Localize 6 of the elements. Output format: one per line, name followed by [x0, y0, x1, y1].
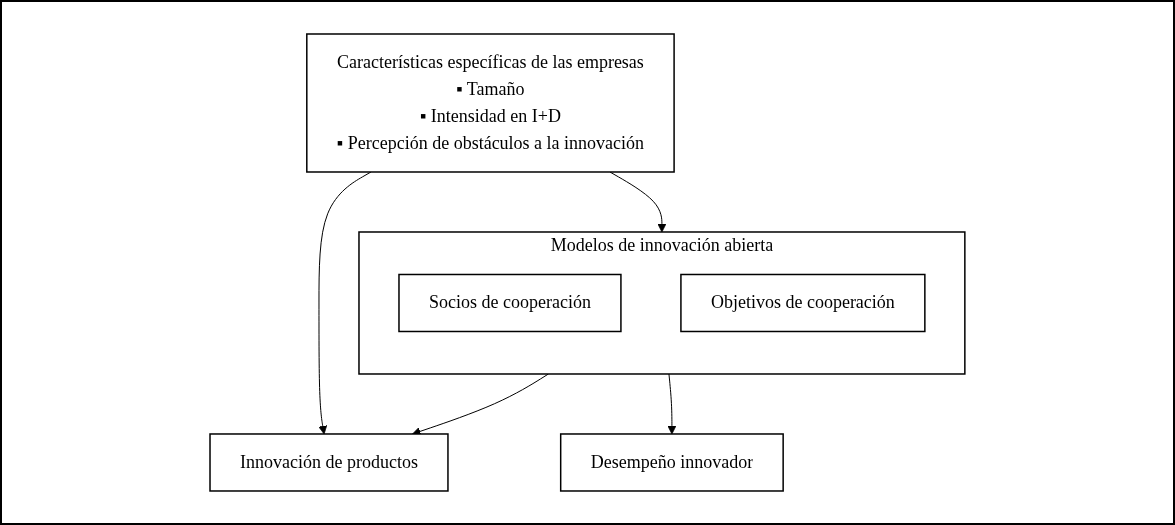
node-box: Objetivos de cooperación — [680, 273, 926, 333]
node-box: Desempeño innovador — [560, 433, 784, 492]
arrow — [667, 373, 677, 435]
node-box: Características específicas de las empresas ▪ Tamaño ▪ Intensidad en I+D ▪ Percepción de obstáculos a la innovación — [306, 33, 675, 173]
node-box: Socios de cooperación — [398, 273, 622, 333]
node-box: Innovación de productos — [209, 433, 449, 492]
